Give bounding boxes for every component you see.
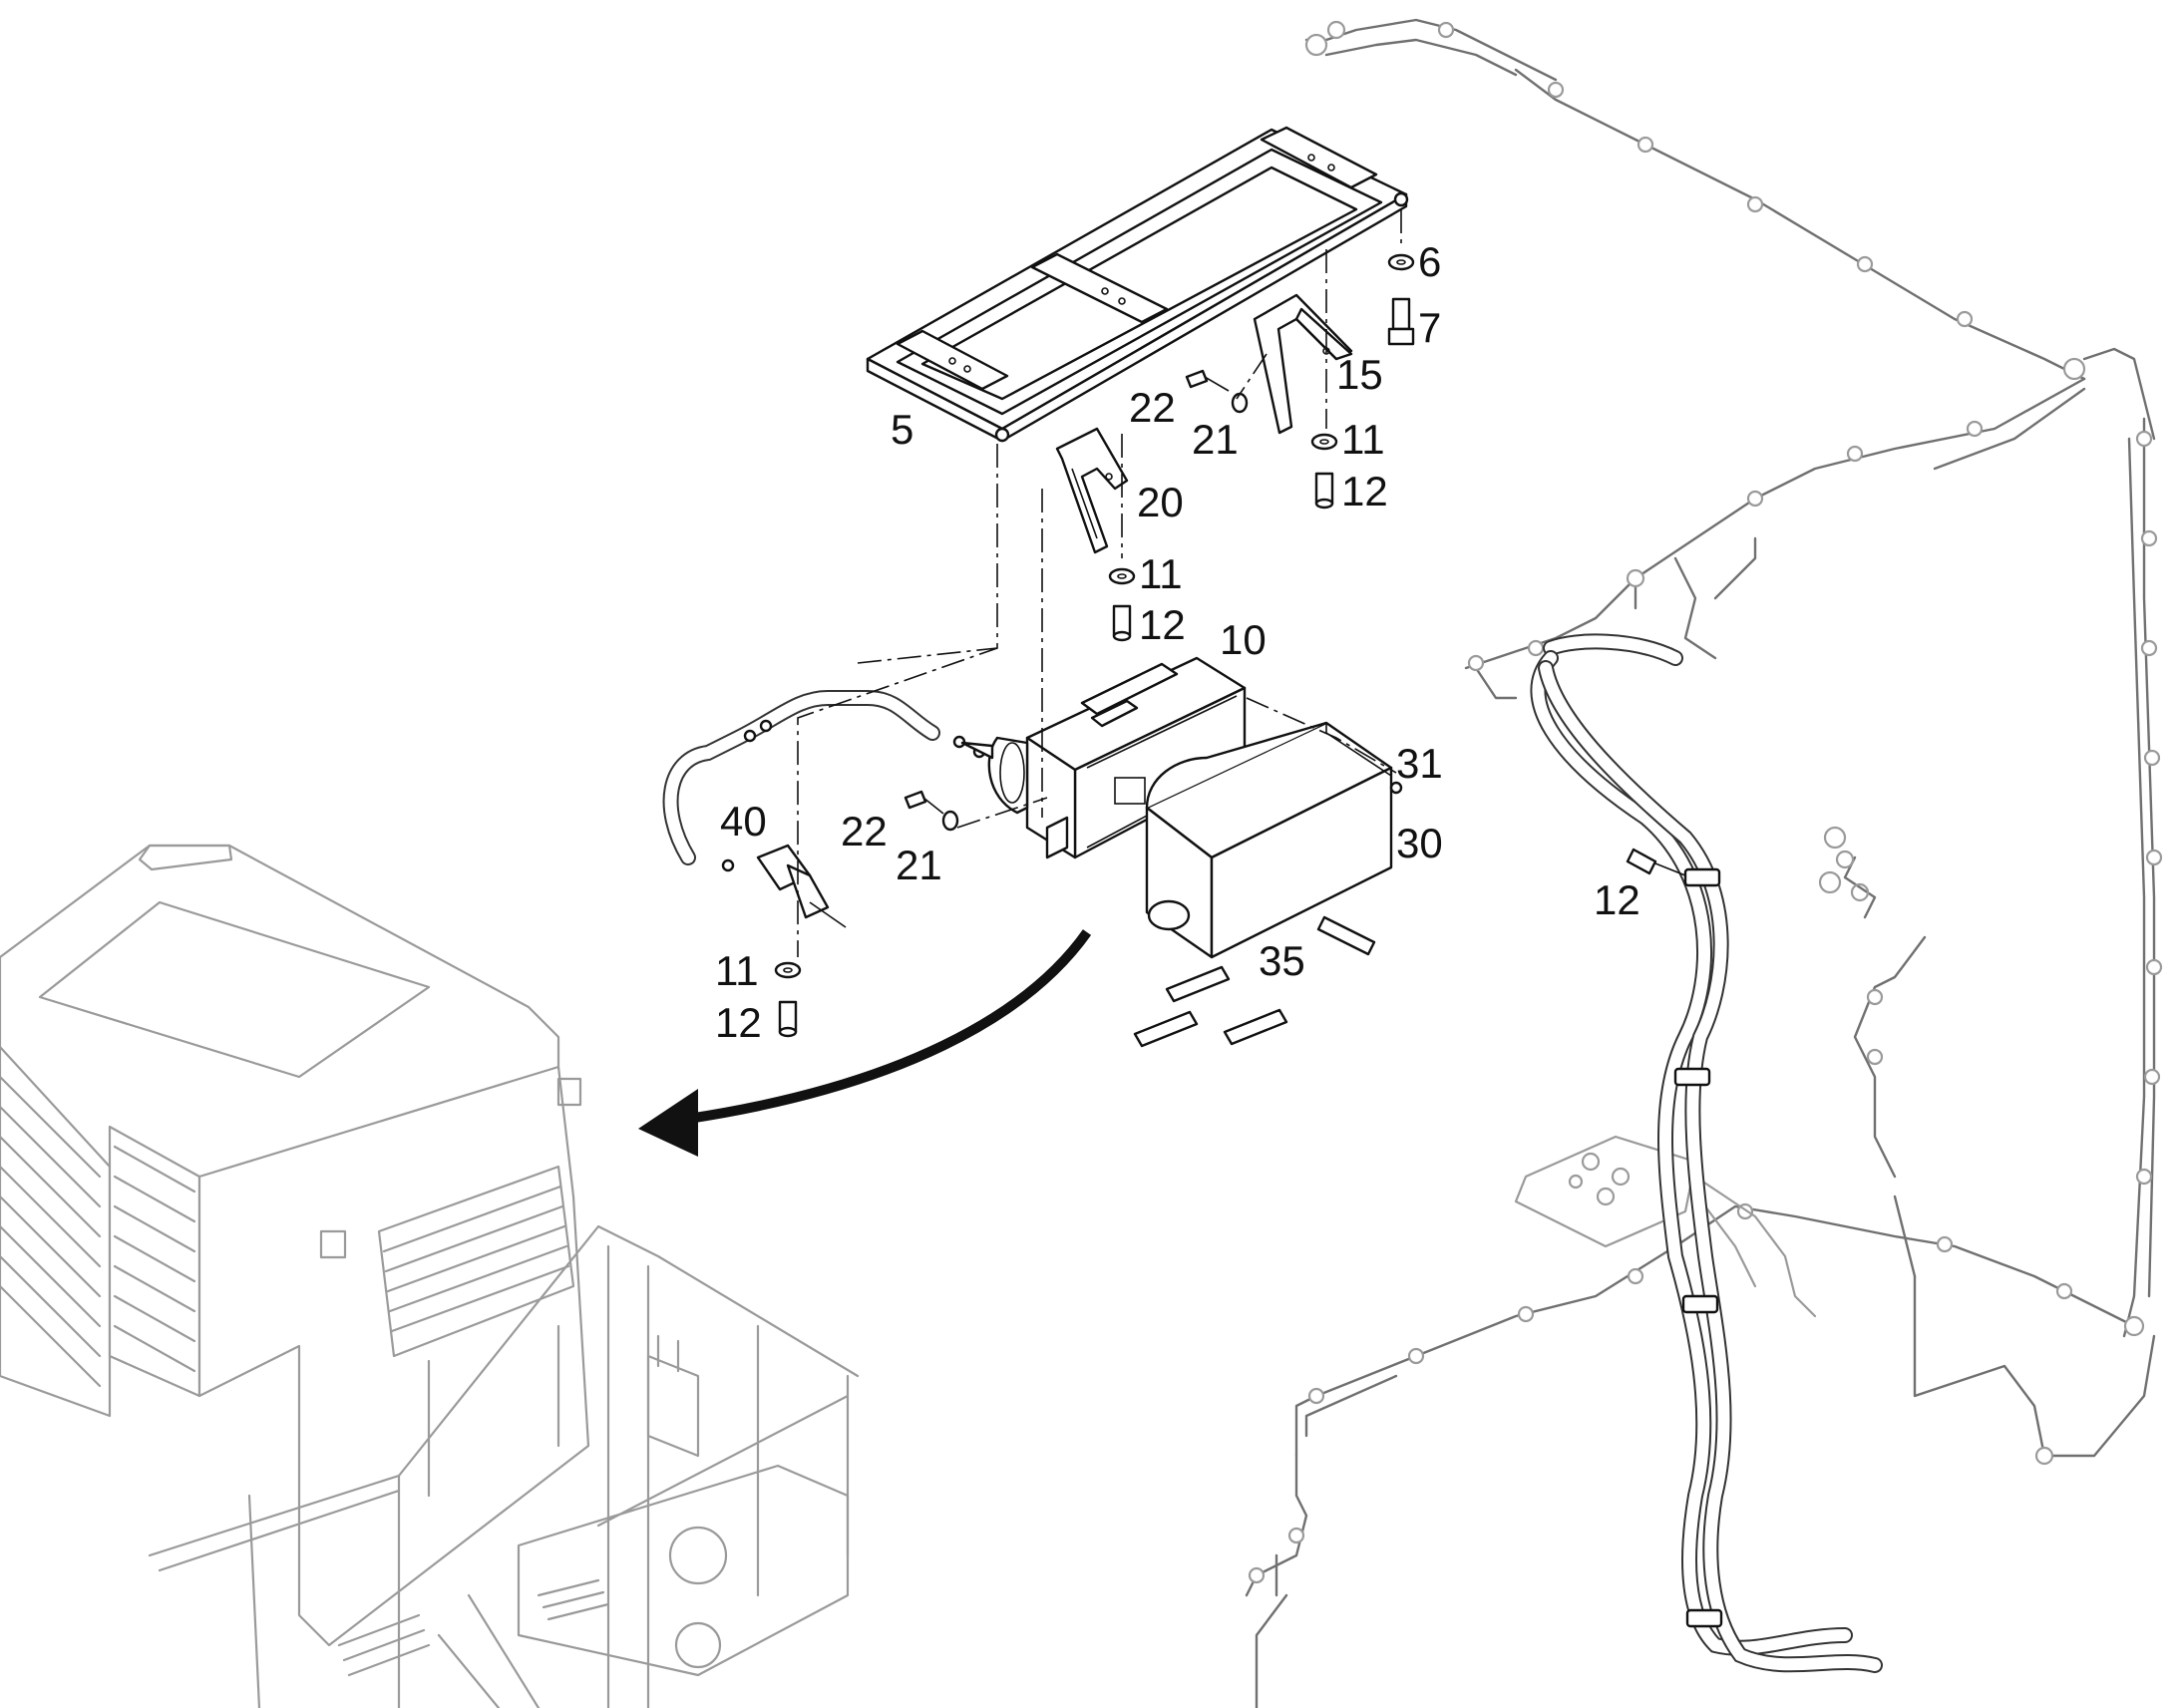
direction-arrow [638, 929, 1092, 1157]
callout-21: 21 [896, 842, 942, 888]
part-bracket-20 [1055, 427, 1129, 554]
front-louvers [113, 1145, 196, 1373]
callout-6: 6 [1418, 238, 1441, 285]
callout-11: 11 [1341, 416, 1385, 463]
callout-12: 12 [1341, 468, 1388, 514]
harness-clips [1248, 20, 2163, 1584]
heater-hoses [1530, 633, 1883, 1673]
callout-35: 35 [1259, 937, 1305, 984]
part-valve-40 [662, 690, 994, 928]
callout-5: 5 [891, 406, 913, 453]
callout-11: 11 [1139, 550, 1183, 597]
part-cover-30 [1145, 721, 1403, 959]
callout-11: 11 [715, 947, 759, 994]
callout-40: 40 [720, 798, 767, 845]
callout-21: 21 [1192, 416, 1239, 463]
callout-12: 12 [1594, 876, 1640, 923]
assembly-lines [797, 209, 1402, 957]
callout-15: 15 [1336, 351, 1383, 398]
machine-cab-background [0, 844, 860, 1708]
callout-12: 12 [1139, 601, 1186, 648]
wiring-harness-background [1245, 18, 2163, 1708]
callout-22: 22 [1129, 384, 1176, 431]
step-grating [337, 1578, 610, 1677]
part-strips-35 [1133, 915, 1376, 1048]
callout-labels: 5 6 7 15 22 21 11 12 20 11 12 10 31 30 4… [715, 238, 1640, 1046]
callout-22: 22 [841, 808, 888, 854]
callout-12: 12 [715, 999, 762, 1046]
callout-10: 10 [1220, 616, 1267, 663]
part-heater-10 [987, 656, 1247, 859]
right-louvers [382, 1185, 570, 1333]
left-louvers [0, 1075, 102, 1388]
callout-31: 31 [1396, 740, 1443, 787]
fasteners [774, 253, 1415, 1038]
part-frame-5 [866, 126, 1409, 443]
callout-20: 20 [1137, 479, 1184, 525]
callout-7: 7 [1418, 304, 1441, 351]
callout-30: 30 [1396, 820, 1443, 866]
